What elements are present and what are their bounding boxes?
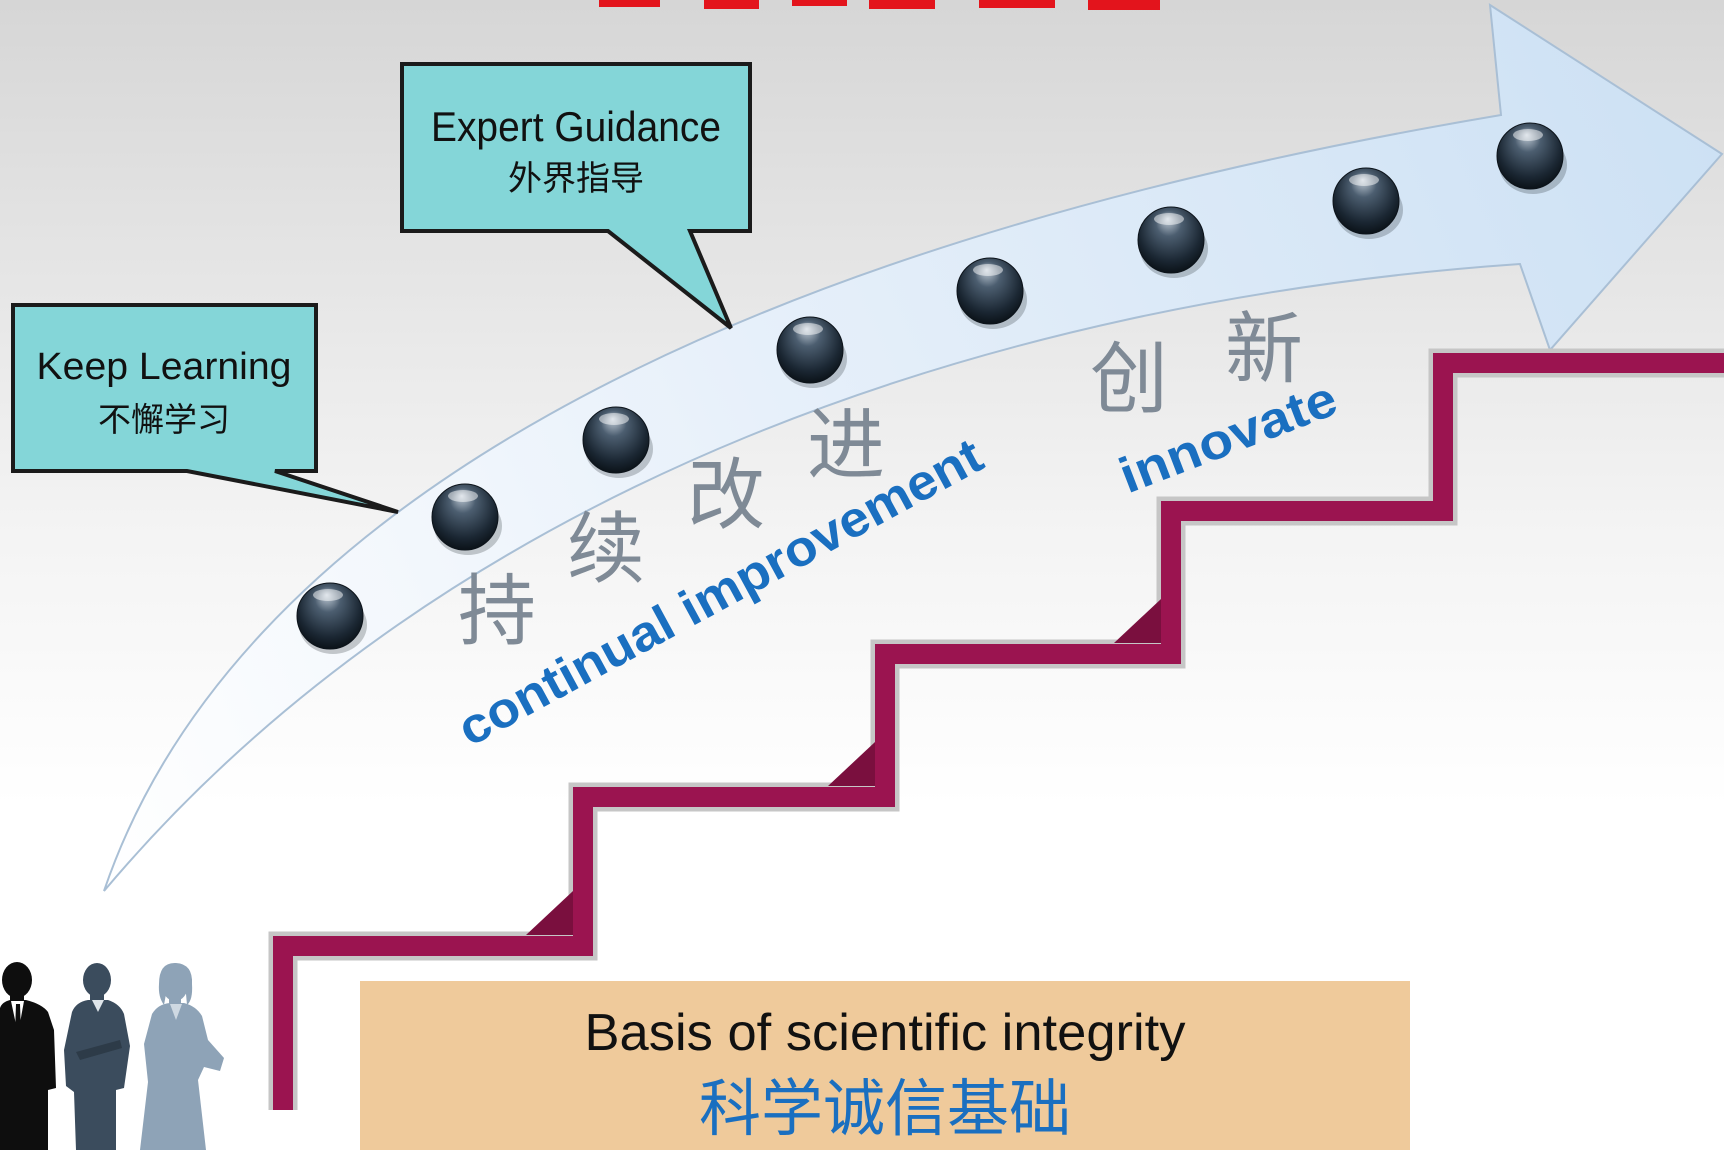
bead-sphere (956, 257, 1024, 325)
bead-sphere (776, 316, 844, 384)
arrow-bead (431, 483, 502, 555)
callout-expert-guidance: Expert Guidance 外界指导 (400, 62, 752, 330)
silhouette-neck (90, 993, 104, 1003)
innovate-zh-char: 创 (1090, 335, 1168, 425)
arrow-bead (296, 582, 367, 654)
callout-keep-learning-zh: 不懈学习 (98, 400, 230, 439)
bead-highlight (313, 589, 343, 601)
silhouette-body (140, 1003, 224, 1150)
arrow-bead (956, 257, 1027, 329)
improve-zh-char: 续 (567, 505, 645, 595)
callout-expert-guidance-zh: 外界指导 (508, 159, 644, 199)
foundation-en: Basis of scientific integrity (585, 1004, 1186, 1062)
bead-sphere (296, 582, 364, 650)
arrow-bead (776, 316, 847, 388)
arrow-bead (1137, 206, 1208, 278)
bead-sphere (431, 483, 499, 551)
bead-highlight (1513, 129, 1543, 141)
bead-highlight (1154, 213, 1184, 225)
bead-highlight (599, 413, 629, 425)
bead-highlight (448, 490, 478, 502)
foundation-zh: 科学诚信基础 (699, 1072, 1071, 1145)
title-fragment-stroke (599, 0, 660, 7)
silhouette-tie (14, 1004, 22, 1070)
silhouette-body (0, 1000, 56, 1150)
callout-bubble (400, 62, 752, 330)
improve-zh-char: 改 (687, 451, 765, 541)
callout-bubble (11, 303, 399, 514)
silhouette-neck (169, 996, 181, 1006)
arrow-bead (582, 406, 653, 478)
title-cut-off-fragment (599, 0, 1160, 10)
stair-brace (526, 891, 573, 935)
silhouette-arm (76, 1040, 122, 1060)
staircase (268, 348, 1724, 1110)
bead-sphere (1332, 167, 1400, 235)
silhouette-head (2, 962, 32, 998)
silhouette-man-slate (64, 963, 130, 1150)
silhouette-body (64, 1000, 130, 1150)
title-fragment-stroke (704, 0, 759, 9)
arrow-bead (1496, 122, 1567, 194)
silhouette-man-black (0, 962, 56, 1150)
improve-zh-char: 进 (807, 401, 885, 491)
silhouette-neck (10, 994, 24, 1004)
title-fragment-stroke (979, 0, 1055, 8)
silhouette-woman (140, 962, 224, 1150)
progress-arrow (103, 3, 1724, 892)
callout-expert-guidance-en: Expert Guidance (431, 103, 721, 150)
bead-sphere (582, 406, 650, 474)
silhouette-collar (92, 1000, 104, 1012)
callout-keep-learning-en: Keep Learning (37, 346, 292, 388)
callout-keep-learning: Keep Learning 不懈学习 (11, 303, 399, 514)
stair-brace (828, 742, 875, 786)
silhouette-neckline (170, 1004, 182, 1020)
improve-zh-char: 持 (458, 567, 536, 657)
title-fragment-stroke (792, 0, 847, 6)
bead-highlight (793, 323, 823, 335)
innovate-zh-char: 新 (1225, 305, 1303, 395)
silhouette-head (162, 969, 188, 1001)
bead-sphere (1496, 122, 1564, 190)
bead-chain (296, 122, 1567, 654)
bead-highlight (1349, 174, 1379, 186)
bead-sphere (1137, 206, 1205, 274)
stair-brace (1114, 599, 1161, 643)
foundation-background (360, 981, 1410, 1150)
bead-highlight (973, 264, 1003, 276)
silhouette-head (83, 963, 111, 997)
title-fragment-stroke (1088, 0, 1160, 10)
arrow-zh-labels: 持 续 改 进 创 新 (458, 305, 1303, 657)
arrow-bead (1332, 167, 1403, 239)
title-fragment-stroke (869, 0, 935, 9)
foundation-box: Basis of scientific integrity 科学诚信基础 (360, 981, 1410, 1150)
stair-line (273, 353, 1724, 1110)
